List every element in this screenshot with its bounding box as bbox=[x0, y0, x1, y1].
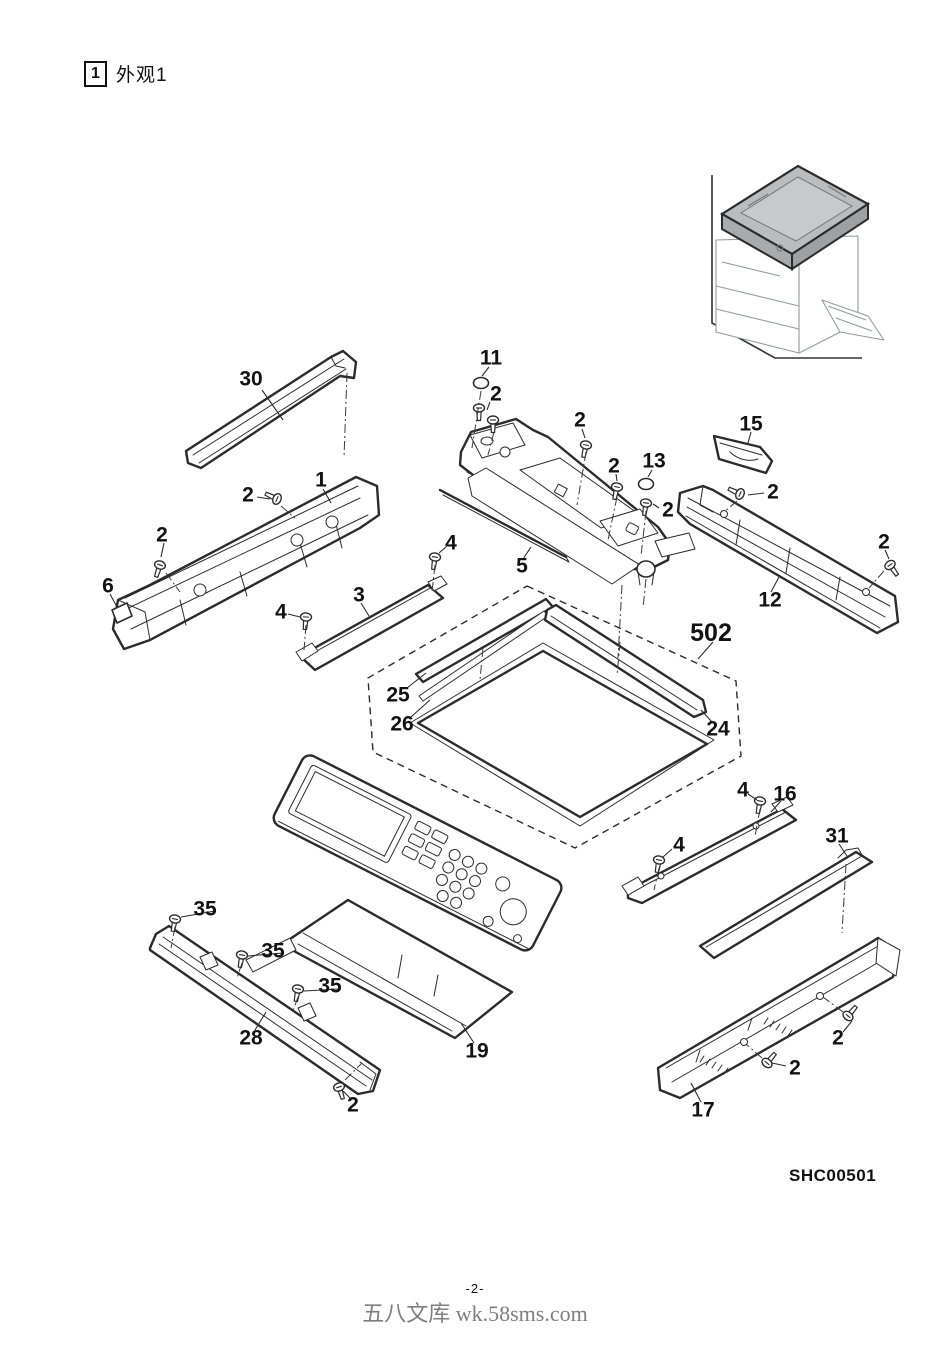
part-24-strip bbox=[543, 603, 708, 719]
part-label-31: 31 bbox=[825, 825, 849, 848]
screw-cap-icons bbox=[472, 376, 655, 491]
part-label-11: 11 bbox=[480, 347, 503, 370]
part-17-rail bbox=[656, 936, 901, 1100]
part-label-2: 2 bbox=[662, 499, 674, 522]
part-label-26: 26 bbox=[390, 713, 413, 736]
part-label-2: 2 bbox=[608, 455, 620, 478]
part-30-strip bbox=[184, 349, 358, 470]
part-label-35: 35 bbox=[193, 898, 217, 921]
part-label-25: 25 bbox=[386, 684, 410, 707]
part-label-28: 28 bbox=[239, 1027, 263, 1050]
part-label-4: 4 bbox=[275, 601, 287, 624]
control-panel bbox=[272, 754, 563, 952]
part-16-strip bbox=[621, 796, 798, 905]
part-label-3: 3 bbox=[353, 584, 365, 607]
part-1-rail bbox=[111, 475, 381, 651]
part-label-2: 2 bbox=[574, 409, 586, 432]
part-label-35: 35 bbox=[318, 975, 342, 998]
part-label-2: 2 bbox=[242, 484, 254, 507]
part-label-12: 12 bbox=[758, 589, 781, 612]
part-label-30: 30 bbox=[239, 368, 262, 391]
part-label-4: 4 bbox=[737, 779, 749, 802]
part-label-4: 4 bbox=[445, 532, 457, 555]
part-label-502: 502 bbox=[690, 619, 732, 647]
section-index-box: 1 bbox=[84, 60, 107, 87]
watermark-text: 五八文库 wk.58sms.com bbox=[362, 1301, 588, 1326]
figure-code: SHC00501 bbox=[789, 1166, 877, 1185]
part-label-15: 15 bbox=[739, 413, 763, 436]
assembly-502-boundary bbox=[367, 585, 742, 849]
part-3-strip bbox=[295, 575, 448, 672]
page-number: -2- bbox=[465, 1281, 485, 1296]
platen-glass bbox=[409, 642, 715, 827]
part-31-strip bbox=[698, 847, 874, 960]
part-label-17: 17 bbox=[691, 1099, 714, 1122]
center-top-assembly bbox=[458, 417, 696, 586]
part-label-2: 2 bbox=[347, 1094, 359, 1117]
section-header: 1 外观1 bbox=[84, 60, 168, 87]
part-label-2: 2 bbox=[789, 1057, 801, 1080]
part-label-2: 2 bbox=[767, 481, 779, 504]
part-12-rail bbox=[676, 484, 900, 635]
part-label-35: 35 bbox=[261, 940, 285, 963]
part-label-1: 1 bbox=[315, 469, 327, 492]
part-label-16: 16 bbox=[773, 783, 796, 806]
part-label-2: 2 bbox=[156, 524, 168, 547]
part-label-4: 4 bbox=[673, 834, 685, 857]
label-leader-lines bbox=[109, 366, 890, 1103]
part-label-19: 19 bbox=[465, 1040, 488, 1063]
part-label-6: 6 bbox=[102, 575, 114, 598]
part-label-2: 2 bbox=[832, 1027, 844, 1050]
part-label-2: 2 bbox=[878, 531, 890, 554]
part-15-bracket bbox=[712, 434, 774, 475]
part-label-5: 5 bbox=[516, 555, 528, 578]
machine-thumbnail-icon bbox=[711, 164, 885, 463]
part-6-plate bbox=[111, 602, 133, 624]
alignment-centerlines bbox=[165, 372, 885, 1081]
section-title: 外观1 bbox=[116, 65, 168, 86]
part-label-13: 13 bbox=[642, 450, 665, 473]
part-19-cover bbox=[245, 898, 514, 1040]
part-label-2: 2 bbox=[490, 383, 502, 406]
part-label-24: 24 bbox=[706, 718, 730, 741]
part-5-strip bbox=[438, 488, 570, 563]
part-28-strip bbox=[148, 924, 382, 1096]
